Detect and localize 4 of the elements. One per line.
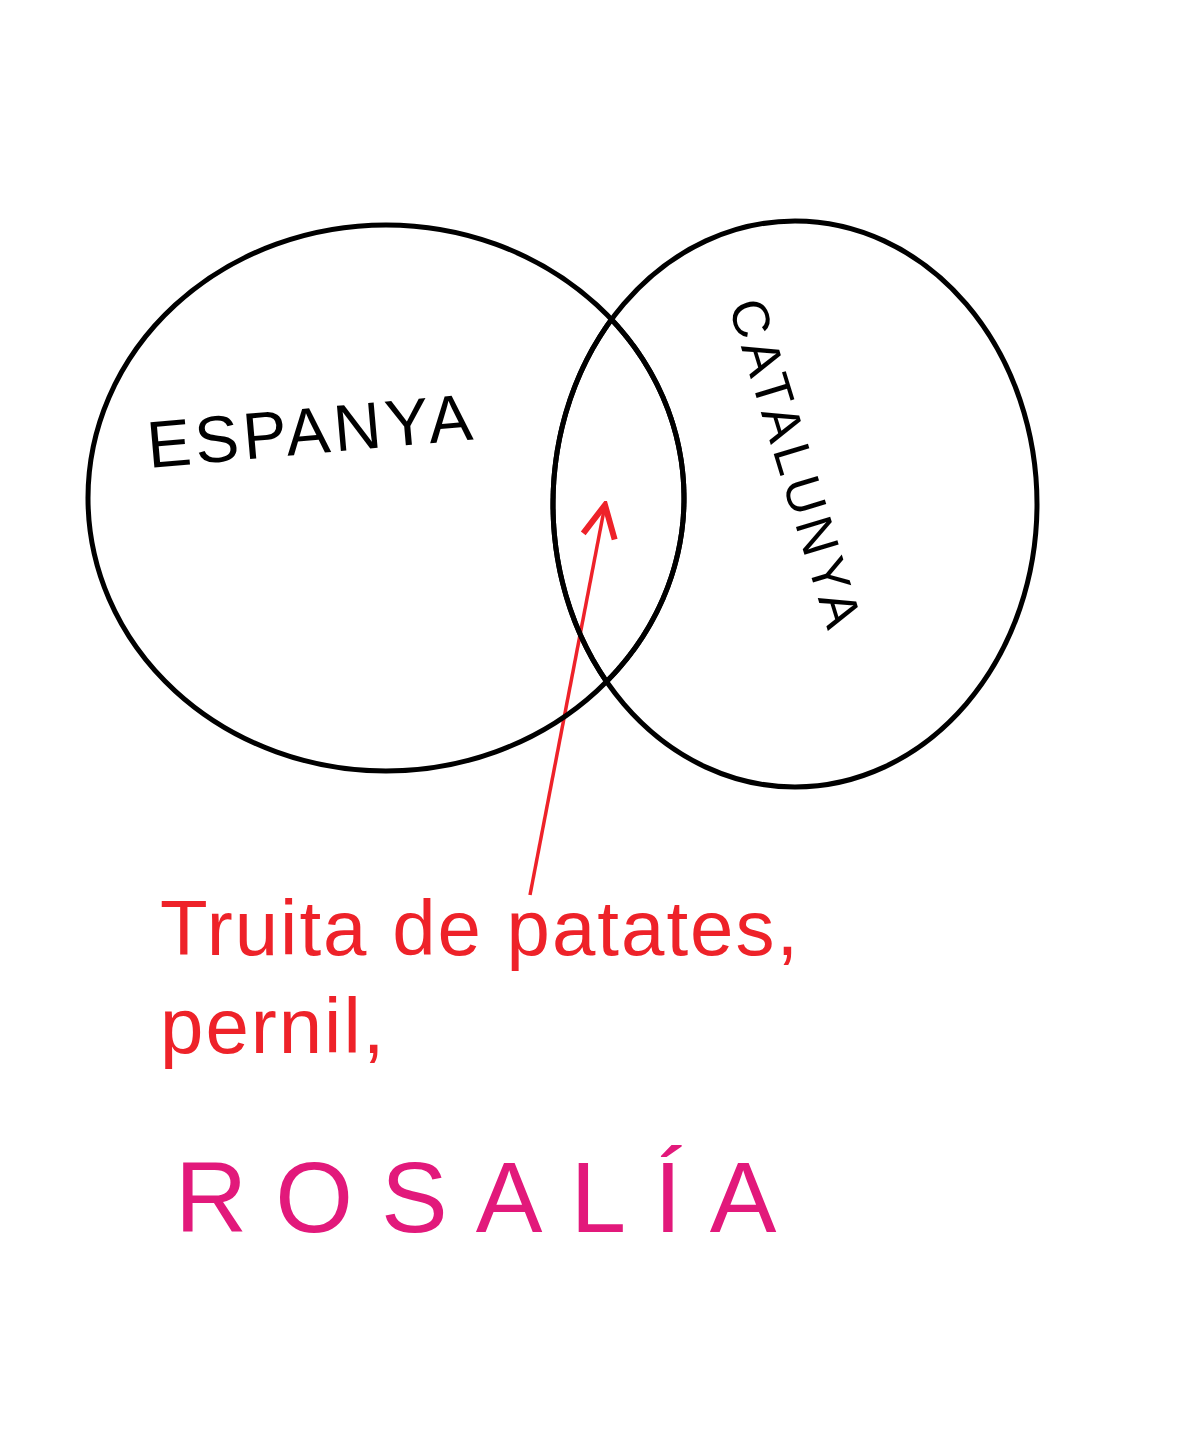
annotation-text: ROSALÍA bbox=[175, 1140, 805, 1255]
leader-arrow bbox=[528, 502, 618, 896]
region-label: ESPANYA bbox=[143, 378, 480, 484]
annotation-text: Truita de patates, pernil, bbox=[160, 883, 802, 1072]
